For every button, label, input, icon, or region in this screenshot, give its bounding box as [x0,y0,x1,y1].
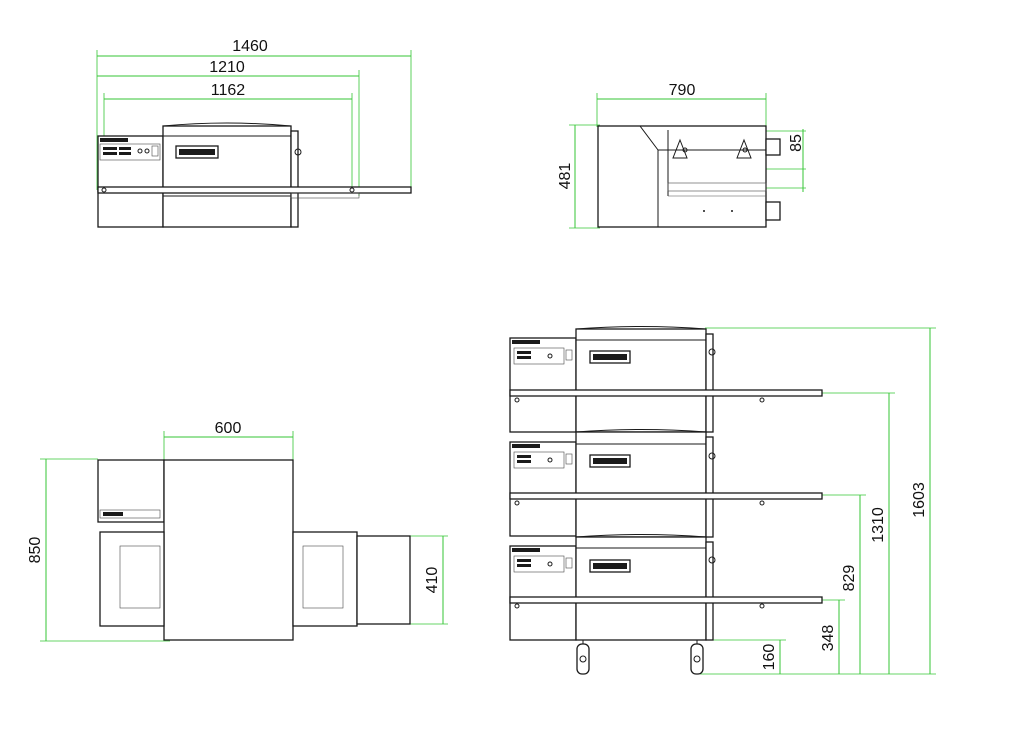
dim-481: 481 [557,163,574,190]
side-bracket-bottom [765,201,781,221]
dim-790: 790 [669,82,696,99]
wheel-right [690,643,704,675]
dim-1603: 1603 [911,482,928,518]
side-conveyor [667,182,767,192]
control-strip [100,138,128,142]
dim-85: 85 [788,134,805,152]
fan-icon-right [736,138,752,159]
dim-600: 600 [215,420,242,437]
top-view: 600 850 410 [27,420,448,642]
dim-1460: 1460 [232,38,268,55]
dim-410: 410 [424,567,441,594]
stacked-oven-bottom [509,534,823,641]
dim-348: 348 [820,625,837,652]
dim-850: 850 [27,537,44,564]
side-knob [294,148,302,156]
side-body [597,125,767,228]
dim-160: 160 [761,644,778,671]
side-view: 790 481 85 [557,82,806,229]
dim-1162: 1162 [211,82,246,99]
oven-body [162,125,292,228]
top-dimensions [40,431,448,642]
dim-829: 829 [841,565,858,592]
lower-cabinet-left [97,190,164,228]
dim-1310: 1310 [870,507,887,543]
side-bracket-top [765,138,781,156]
control-panel [99,143,161,161]
stack-dimensions [700,327,936,675]
oven-top-curve [162,122,292,127]
top-conveyor-left [99,531,165,627]
front-dimensions [96,50,412,196]
top-conveyor-right [292,531,358,627]
top-belt-extension [356,535,411,625]
stacked-oven-middle [509,429,823,538]
oven-side-right [290,130,299,228]
stacked-oven-top [509,326,823,433]
control-box [97,135,164,192]
conveyor-belt [97,186,412,194]
stacked-view: 1603 1310 829 348 160 [509,326,936,675]
dim-1210: 1210 [209,59,245,76]
wheel-left [576,643,590,675]
top-control-box [97,459,165,523]
front-view: 1460 1210 1162 [96,38,412,228]
stand-wheels [576,639,706,675]
top-oven-body [163,459,294,641]
